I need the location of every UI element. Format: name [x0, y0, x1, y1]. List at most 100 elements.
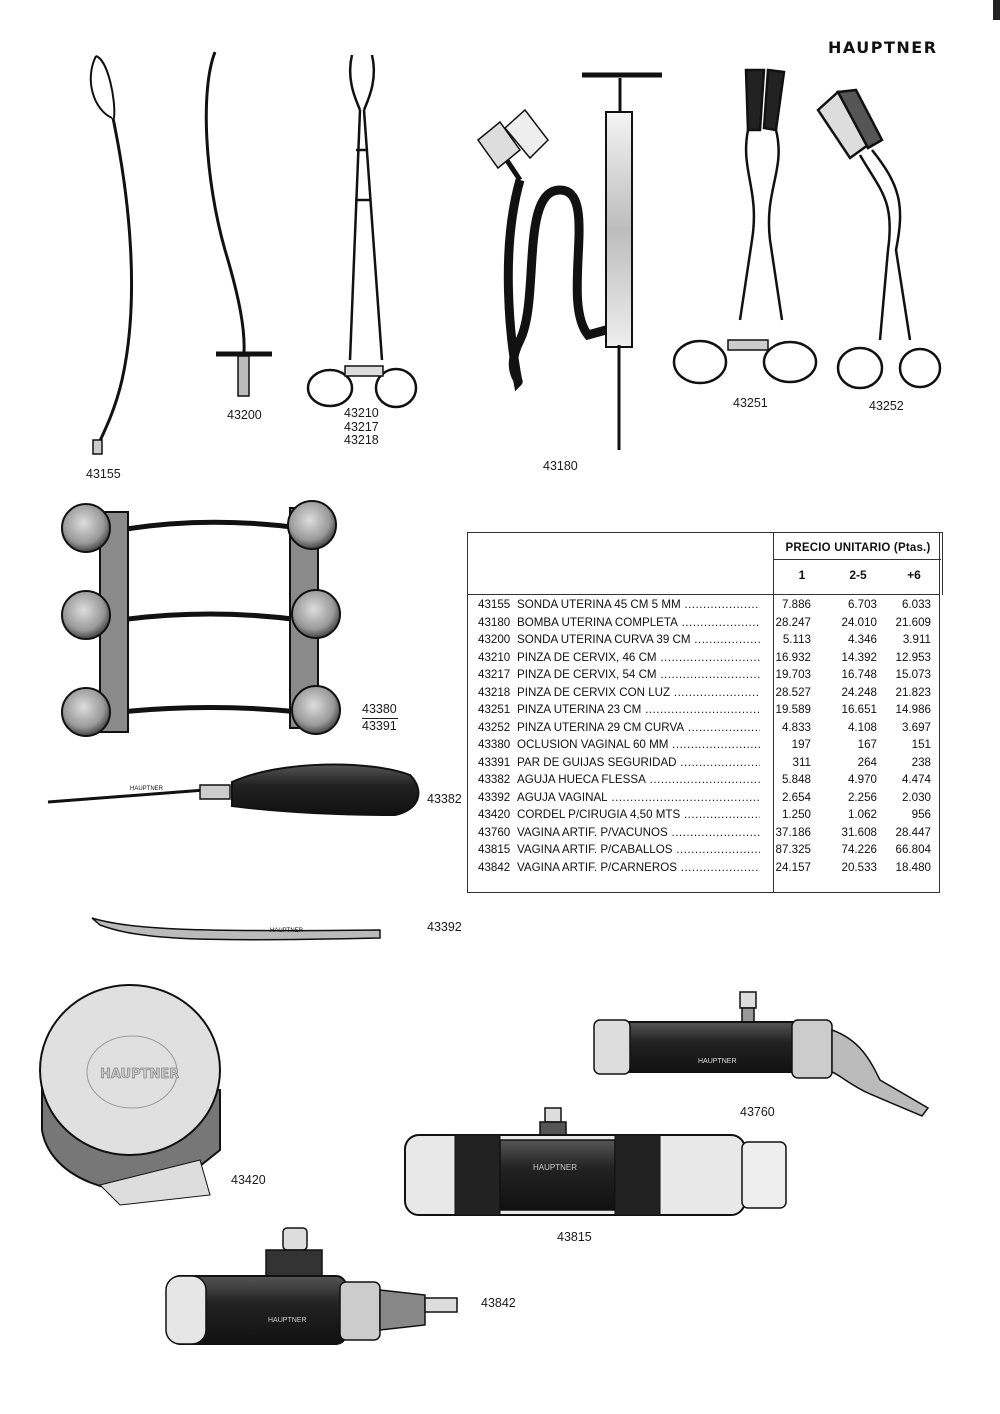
product-code: 43217 — [478, 668, 511, 681]
uterine-probe-icon — [89, 55, 134, 455]
vaginal-needle-icon: HAUPTNER — [91, 917, 381, 941]
price-qty-1: 16.932 — [775, 650, 811, 664]
price-qty-1: 4.833 — [781, 720, 811, 734]
curved-uterine-forceps-icon — [816, 88, 942, 390]
price-qty-2-5: 24.010 — [841, 615, 877, 629]
product-description: VAGINA ARTIF. P/VACUNOS — [517, 824, 760, 842]
brand-logo: HAUPTNER — [828, 38, 938, 57]
product-description: PINZA DE CERVIX, 54 CM — [517, 666, 760, 684]
product-code: 43251 — [478, 703, 511, 716]
price-qty-1: 5.113 — [782, 633, 811, 646]
price-qty-1: 5.848 — [781, 773, 811, 786]
price-qty-2-5: 167 — [857, 738, 877, 751]
label-43380: 43380 — [362, 702, 397, 716]
price-qty-2-5: 6.703 — [847, 598, 877, 611]
product-code: 43218 — [478, 685, 511, 699]
suture-cord-tin-icon: HAUPTNER — [39, 984, 221, 1206]
price-qty-6-plus: 21.609 — [895, 615, 931, 629]
needle-engraving: HAUPTNER — [130, 786, 164, 792]
price-qty-2-5: 20.533 — [841, 860, 877, 874]
curved-probe-icon — [204, 51, 272, 397]
price-qty-2-5: 4.970 — [847, 773, 877, 786]
product-description: SONDA UTERINA CURVA 39 CM — [517, 631, 760, 649]
column-header-6-plus: +6 — [907, 568, 921, 582]
table-row: 43760 VAGINA ARTIF. P/VACUNOS 37.186 31.608… — [468, 824, 939, 842]
product-code: 43200 — [478, 633, 511, 646]
product-description: PINZA DE CERVIX, 46 CM — [517, 649, 760, 667]
product-code: 43815 — [478, 843, 511, 856]
carneros-engraving: HAUPTNER — [268, 1317, 307, 1324]
product-code: 43210 — [478, 650, 511, 664]
price-table-header: PRECIO UNITARIO (Ptas.) 1 2-5 +6 — [773, 532, 943, 595]
product-description: PINZA UTERINA 29 CM CURVA — [517, 719, 760, 737]
body-divider — [468, 594, 939, 595]
price-qty-2-5: 1.062 — [847, 808, 877, 821]
price-qty-6-plus: 14.986 — [895, 703, 931, 716]
price-qty-6-plus: 28.447 — [895, 825, 931, 839]
price-qty-1: 2.654 — [781, 790, 811, 804]
price-qty-1: 19.703 — [775, 668, 811, 681]
label-43815: 43815 — [557, 1230, 592, 1244]
product-code: 43155 — [478, 598, 511, 611]
product-code: 43380 — [478, 738, 511, 751]
product-description: VAGINA ARTIF. P/CARNEROS — [517, 859, 760, 877]
product-code: 43760 — [478, 825, 511, 839]
price-qty-2-5: 74.226 — [841, 843, 877, 856]
price-qty-6-plus: 956 — [911, 808, 931, 821]
price-qty-1: 197 — [791, 738, 811, 751]
label-43760: 43760 — [740, 1105, 775, 1119]
hollow-needle-icon: HAUPTNER — [47, 763, 420, 817]
header-divider — [773, 559, 941, 560]
table-row: 43815 VAGINA ARTIF. P/CABALLOS 87.325 74.22… — [468, 841, 939, 859]
table-row: 43380 OCLUSION VAGINAL 60 MM 197 167 151 — [468, 736, 939, 754]
artificial-vagina-icon: HAUPTNER — [165, 1227, 458, 1345]
price-qty-6-plus: 6.033 — [901, 598, 931, 611]
price-qty-1: 24.157 — [775, 860, 811, 874]
vaginal-occlusion-clamp-icon — [61, 500, 341, 737]
label-43382: 43382 — [427, 792, 462, 806]
label-43180: 43180 — [543, 459, 578, 473]
price-qty-6-plus: 151 — [911, 738, 931, 751]
product-code: 43420 — [478, 808, 511, 821]
price-qty-6-plus: 12.953 — [895, 650, 931, 664]
artificial-vagina-icon: HAUPTNER — [404, 1107, 787, 1216]
price-table-title: PRECIO UNITARIO (Ptas.) — [785, 542, 931, 554]
product-description: AGUJA VAGINAL — [517, 789, 760, 807]
label-divider — [362, 717, 398, 719]
label-43842: 43842 — [481, 1296, 516, 1310]
product-description: BOMBA UTERINA COMPLETA — [517, 614, 760, 632]
price-qty-2-5: 16.748 — [841, 668, 877, 681]
price-qty-1: 37.186 — [775, 825, 811, 839]
caballos-engraving: HAUPTNER — [533, 1163, 577, 1172]
price-qty-6-plus: 2.030 — [901, 790, 931, 804]
product-description: AGUJA HUECA FLESSA — [517, 771, 760, 789]
uterine-pump-icon — [476, 72, 662, 450]
price-qty-1: 311 — [792, 755, 811, 769]
label-43217: 43217 — [344, 419, 379, 434]
product-code: 43382 — [478, 773, 511, 786]
label-43391: 43391 — [362, 718, 397, 733]
table-row: 43217 PINZA DE CERVIX, 54 CM 19.703 16.748 1… — [468, 666, 939, 684]
price-qty-1: 87.325 — [775, 843, 811, 856]
edge-mark — [993, 0, 1000, 20]
price-qty-2-5: 31.608 — [841, 825, 877, 839]
price-qty-6-plus: 21.823 — [895, 685, 931, 699]
product-description: OCLUSION VAGINAL 60 MM — [517, 736, 760, 754]
price-qty-6-plus: 15.073 — [895, 668, 931, 681]
price-qty-1: 19.589 — [775, 703, 811, 716]
price-qty-2-5: 2.256 — [847, 790, 877, 804]
price-qty-1: 1.250 — [781, 808, 811, 821]
price-qty-2-5: 24.248 — [841, 685, 877, 699]
product-description: PAR DE GUIJAS SEGURIDAD — [517, 754, 760, 772]
product-code: 43391 — [478, 755, 511, 769]
column-divider — [773, 532, 774, 893]
label-43420: 43420 — [231, 1173, 266, 1187]
product-description: VAGINA ARTIF. P/CABALLOS — [517, 841, 760, 859]
